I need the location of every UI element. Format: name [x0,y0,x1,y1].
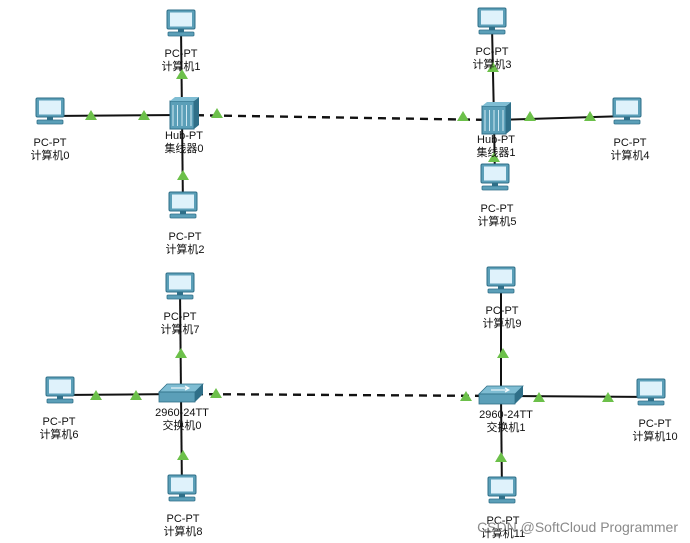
pc4-computer-icon[interactable] [612,97,642,125]
link-status-layer [85,62,614,462]
pc5-computer-icon[interactable] [480,163,510,191]
pc9-name-label: 计算机9 [482,318,522,330]
links-layer [49,25,652,496]
pc5-type-label: PC-PT [480,203,514,215]
hub1-hub-icon[interactable] [481,102,511,135]
link-up-indicator-icon [138,110,150,120]
pc1-computer-icon[interactable] [166,9,196,37]
hub1-name-label: 集线器1 [476,147,516,159]
link-up-indicator-icon [602,392,614,402]
pc8-type-label: PC-PT [166,513,200,525]
link-up-indicator-icon [495,452,507,462]
pc3-computer-icon[interactable] [477,7,507,35]
pc8-name-label: 计算机8 [163,526,203,538]
pc11-name-label: 计算机11 [480,528,526,540]
link-up-indicator-icon [524,111,536,121]
link-up-indicator-icon [497,348,509,358]
hub1-type-label: Hub-PT [477,134,515,146]
pc0-type-label: PC-PT [33,137,67,149]
link-pc7-sw0[interactable] [179,290,182,395]
link-pc0-hub0[interactable] [49,114,183,117]
pc2-name-label: 计算机2 [165,244,205,256]
pc6-type-label: PC-PT [42,416,76,428]
sw0-name-label: 交换机0 [162,420,202,432]
link-up-indicator-icon [90,390,102,400]
pc2-type-label: PC-PT [168,231,202,243]
watermark: CSDN @SoftCloud Programmer [477,519,678,535]
link-up-indicator-icon [85,110,97,120]
sw0-switch-icon[interactable] [158,383,204,403]
link-up-indicator-icon [487,62,499,72]
pc0-computer-icon[interactable] [35,97,65,125]
pc7-computer-icon[interactable] [165,272,195,300]
pc4-type-label: PC-PT [613,137,647,149]
pc3-type-label: PC-PT [475,46,509,58]
sw1-type-label: 2960-24TT [479,409,533,421]
pc11-type-label: PC-PT [486,515,520,527]
hub0-hub-icon[interactable] [169,97,199,130]
pc6-name-label: 计算机6 [39,429,79,441]
pc10-name-label: 计算机10 [632,431,678,443]
pc10-type-label: PC-PT [638,418,672,430]
link-sw0-sw1[interactable] [180,392,502,398]
pc1-name-label: 计算机1 [161,61,201,73]
link-pc4-hub1[interactable] [493,115,628,121]
link-up-indicator-icon [176,69,188,79]
link-up-indicator-icon [177,450,189,460]
pc2-computer-icon[interactable] [168,191,198,219]
pc0-name-label: 计算机0 [30,150,70,162]
link-up-indicator-icon [177,170,189,180]
pc9-computer-icon[interactable] [486,266,516,294]
pc7-name-label: 计算机7 [160,324,200,336]
pc10-computer-icon[interactable] [636,378,666,406]
sw0-type-label: 2960-24TT [155,407,209,419]
link-up-indicator-icon [211,108,223,118]
link-up-indicator-icon [457,111,469,121]
link-up-indicator-icon [175,348,187,358]
pc9-type-label: PC-PT [485,305,519,317]
pc5-name-label: 计算机5 [477,216,517,228]
link-pc10-sw1[interactable] [500,395,652,398]
sw1-switch-icon[interactable] [478,385,524,405]
link-up-indicator-icon [584,111,596,121]
pc11-computer-icon[interactable] [487,476,517,504]
link-up-indicator-icon [533,392,545,402]
hub0-type-label: Hub-PT [165,130,203,142]
pc8-computer-icon[interactable] [167,474,197,502]
link-up-indicator-icon [488,152,500,162]
sw1-name-label: 交换机1 [486,422,526,434]
pc6-computer-icon[interactable] [45,376,75,404]
pc4-name-label: 计算机4 [610,150,650,162]
hub0-name-label: 集线器0 [164,143,204,155]
link-up-indicator-icon [130,390,142,400]
pc1-type-label: PC-PT [164,48,198,60]
devices-layer [35,7,666,504]
link-hub0-hub1[interactable] [181,113,495,122]
pc7-type-label: PC-PT [163,311,197,323]
pc3-name-label: 计算机3 [472,59,512,71]
link-up-indicator-icon [210,388,222,398]
link-up-indicator-icon [460,391,472,401]
